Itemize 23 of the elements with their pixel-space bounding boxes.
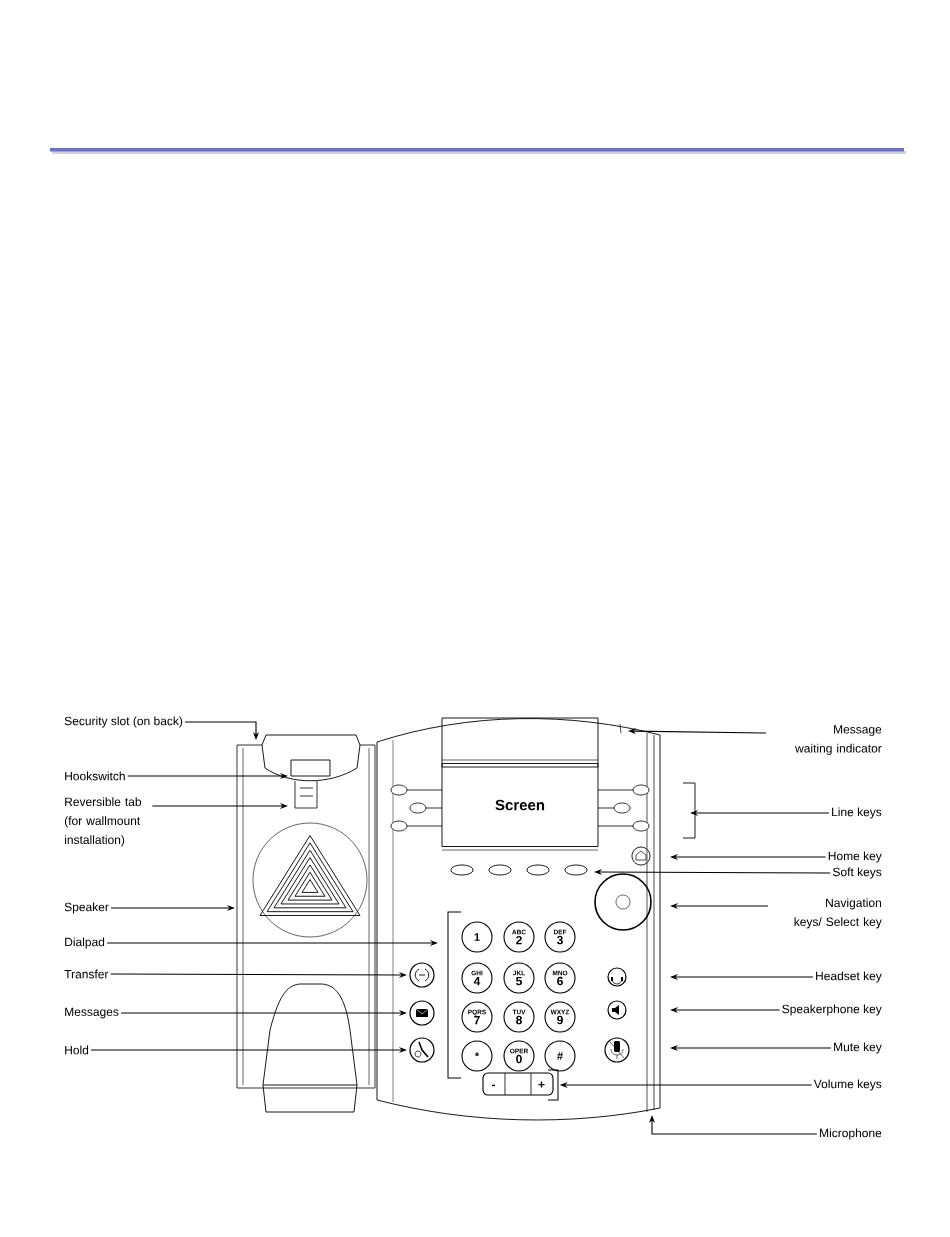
callout-label: Hookswitch (65, 771, 125, 781)
dial-key: # (544, 1040, 576, 1072)
callout-label: Messages (65, 1007, 119, 1019)
callout-label: Mute key (834, 1042, 882, 1054)
callout-label: Hold (65, 1045, 89, 1055)
callout-label: Soft keys (833, 867, 882, 879)
callout-label: Reversible tab (for wallmount installation) (64, 797, 142, 847)
callout-label: Security slot (on back) (64, 716, 183, 728)
callout-label: Speakerphone key (782, 1004, 882, 1016)
callout-label: Volume keys (813, 1079, 882, 1091)
callout-label: Message waiting indicator (795, 725, 882, 755)
callout-label: Home key (828, 851, 882, 863)
screen: Screen (441, 763, 599, 847)
callout-label: Line keys (832, 807, 882, 819)
callout-label: Navigation keys/ Select key (794, 898, 882, 929)
callout-label: Dialpad (65, 937, 105, 949)
dial-key: 1 (461, 921, 493, 953)
callout-label: Microphone (820, 1128, 882, 1140)
dial-key: * (461, 1040, 493, 1072)
callout-label: Speaker (64, 902, 109, 914)
volume-key: - + (482, 1069, 559, 1101)
callout-label: Transfer (64, 969, 109, 979)
callout-label: Headset key (816, 971, 882, 983)
